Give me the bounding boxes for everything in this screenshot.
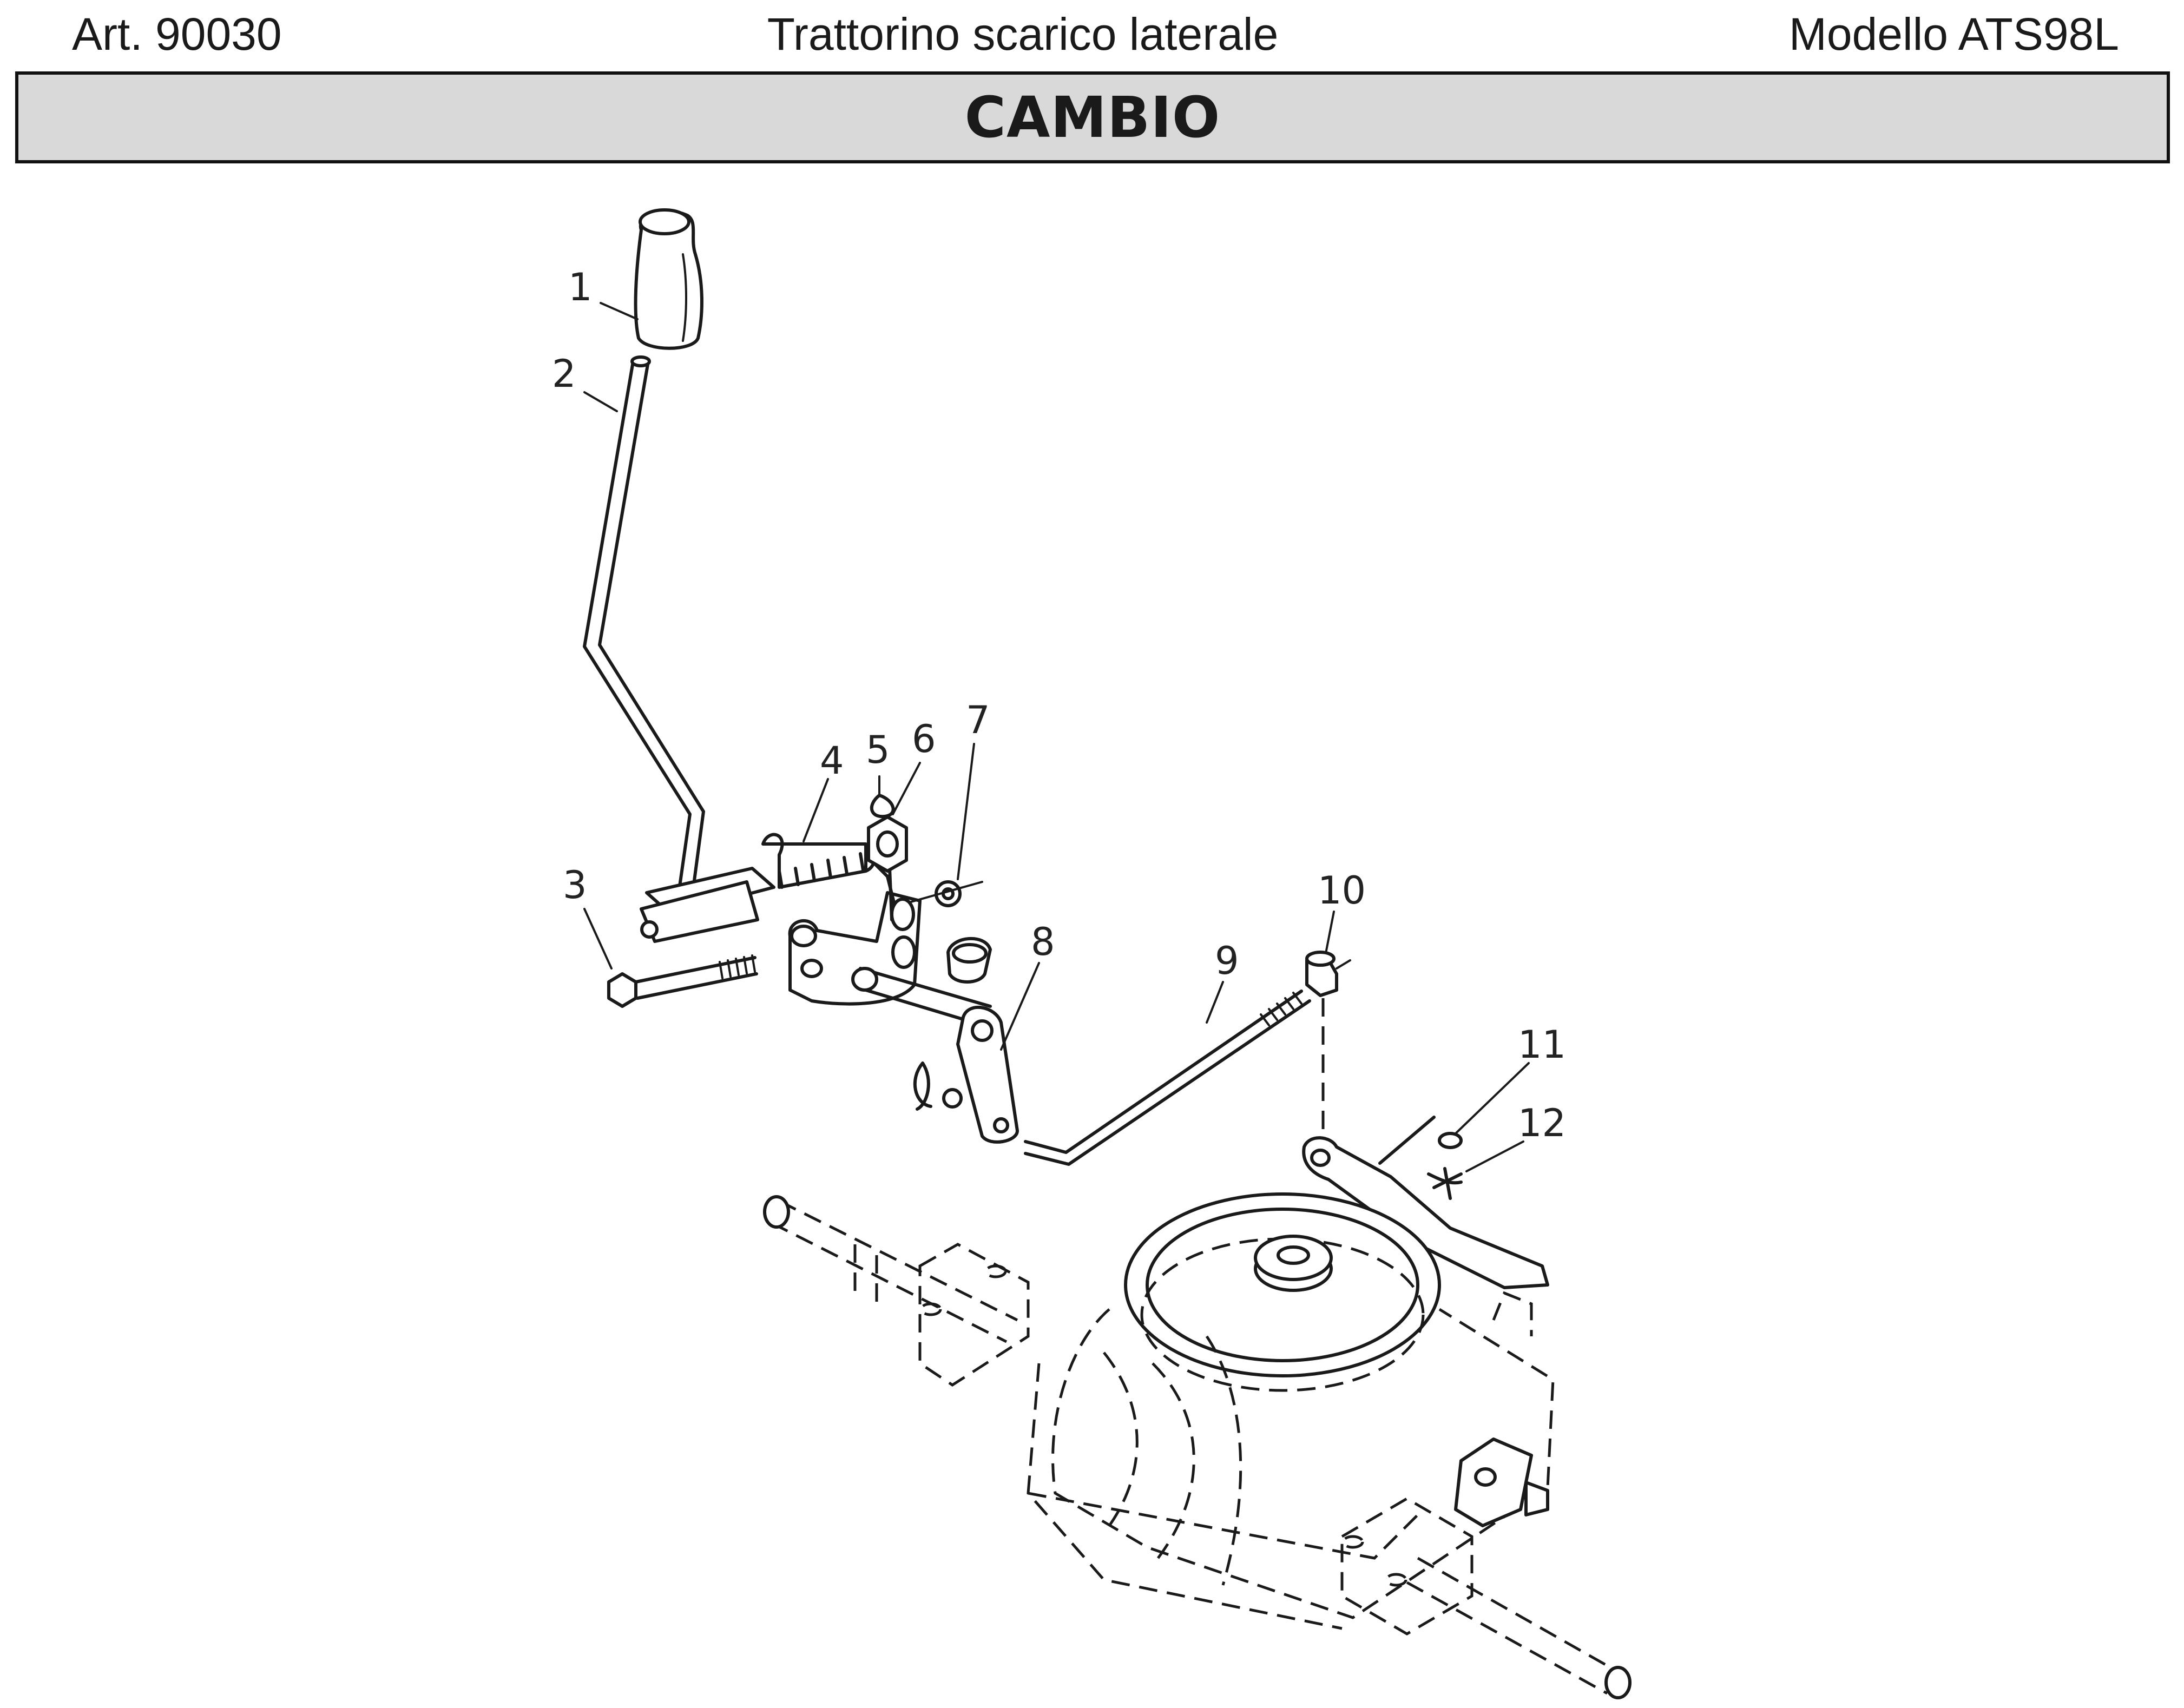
knob-part (634, 208, 703, 350)
transaxle-shift-lever (1302, 1116, 1549, 1289)
spring-part (761, 833, 877, 889)
shift-rod-part (1024, 990, 1311, 1166)
side-mechanism (1454, 1291, 1549, 1527)
article-number: Art. 90030 (72, 9, 282, 60)
shaft-bushing (946, 937, 992, 984)
callout-12: 12 (1518, 1101, 1566, 1145)
callout-7: 7 (966, 698, 990, 742)
right-axle (1340, 1497, 1632, 1699)
rod-connector-part (1305, 951, 1351, 1142)
shift-arm-part (851, 967, 1019, 1144)
washer-part (908, 880, 983, 907)
left-axle (763, 1195, 1030, 1387)
leader-lines (583, 302, 1530, 1172)
header-row: Art. 90030 Trattorino scarico laterale M… (0, 0, 2184, 65)
callout-11: 11 (1518, 1023, 1566, 1067)
callout-4: 4 (820, 738, 844, 783)
transaxle-housing (1027, 1192, 1555, 1630)
section-title-band: CAMBIO (15, 71, 2170, 163)
callout-1: 1 (568, 265, 593, 309)
product-description: Trattorino scarico laterale (767, 9, 1279, 60)
model-name: Modello ATS98L (1788, 9, 2119, 60)
callout-9: 9 (1215, 939, 1239, 983)
callout-labels: 1 2 3 4 5 6 7 8 9 10 11 12 (552, 265, 1566, 1145)
callout-2: 2 (552, 352, 576, 396)
hairpin-clip (913, 1061, 963, 1111)
bolt-part (607, 954, 758, 1008)
bushing-part (867, 815, 908, 873)
washer-and-pin (1427, 1132, 1463, 1200)
callout-5: 5 (866, 728, 890, 772)
lever-pivot-bracket (640, 867, 775, 943)
section-title: CAMBIO (964, 84, 1221, 150)
lever-rod-part (583, 355, 705, 911)
callout-8: 8 (1031, 920, 1055, 964)
callout-10: 10 (1318, 868, 1366, 913)
callout-3: 3 (563, 863, 587, 907)
callout-6: 6 (912, 717, 936, 761)
